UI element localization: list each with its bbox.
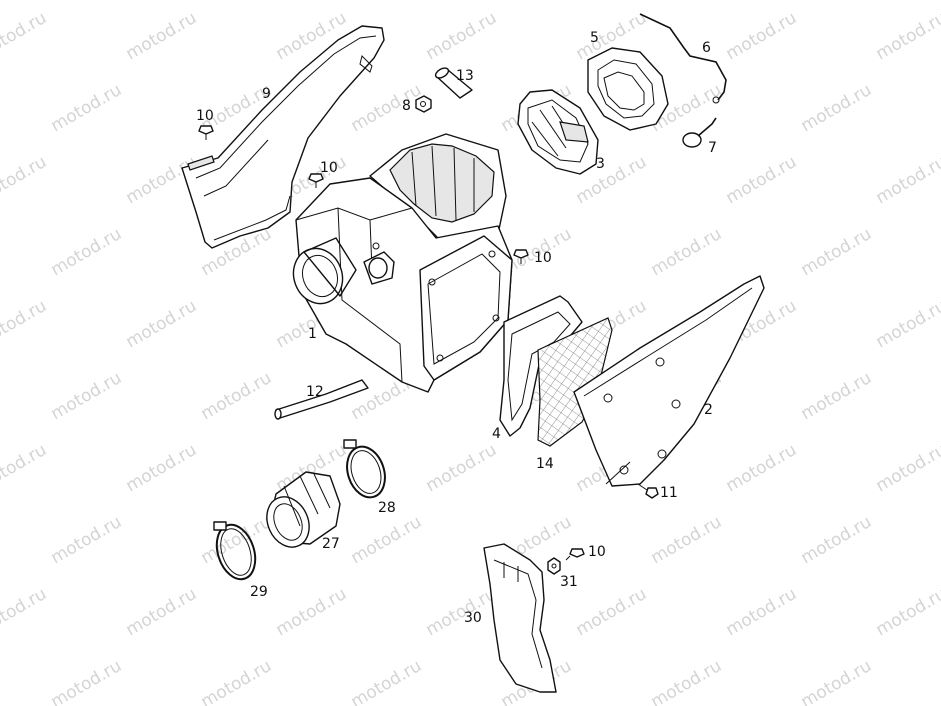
label-3: 3: [596, 156, 605, 172]
label-13: 13: [456, 68, 474, 84]
part-27-intake-boot: [266, 471, 341, 548]
watermark-text: motod.ru: [348, 80, 426, 136]
label-28: 28: [378, 500, 396, 516]
part-10-bolt-a: [198, 125, 214, 140]
watermark-text: motod.ru: [0, 8, 50, 64]
watermark-text: motod.ru: [873, 440, 941, 496]
watermark-text: motod.ru: [0, 584, 50, 640]
part-3-filter-cage: [517, 89, 599, 175]
watermark-text: motod.ru: [48, 224, 126, 280]
watermark-text: motod.ru: [198, 368, 276, 424]
watermark-text: motod.ru: [648, 224, 726, 280]
watermark-text: motod.ru: [0, 440, 50, 496]
watermark-text: motod.ru: [48, 656, 126, 706]
callout-labels: 1 2 3 4 5 6 7 8 9 10 10 10 10 11 12 13 1…: [196, 30, 717, 626]
watermark-text: motod.ru: [873, 152, 941, 208]
watermark-text: motod.ru: [123, 440, 201, 496]
label-7: 7: [708, 140, 717, 156]
part-10-bolt-b: [308, 173, 324, 188]
label-8: 8: [402, 98, 411, 114]
watermark-text: motod.ru: [423, 440, 501, 496]
watermark-text: motod.ru: [198, 656, 276, 706]
label-6: 6: [702, 40, 711, 56]
watermark-text: motod.ru: [798, 80, 876, 136]
part-13-sleeve: [434, 67, 473, 99]
part-10-bolt-c: [513, 249, 529, 264]
part-9-left-side-cover: [181, 25, 385, 249]
watermark-text: motod.ru: [48, 80, 126, 136]
label-12: 12: [306, 384, 324, 400]
watermark-text: motod.ru: [798, 512, 876, 568]
watermark-text: motod.ru: [873, 296, 941, 352]
part-6-wire-clip: [639, 13, 727, 104]
watermark-text: motod.ru: [423, 584, 501, 640]
watermark-text: motod.ru: [348, 512, 426, 568]
label-10d: 10: [588, 544, 606, 560]
watermark-text: motod.ru: [48, 512, 126, 568]
watermark-text: motod.ru: [798, 224, 876, 280]
watermark-text: motod.ru: [48, 368, 126, 424]
watermark-text: motod.ru: [0, 296, 50, 352]
part-10-bolt-d: [565, 548, 585, 561]
watermark-text: motod.ru: [198, 512, 276, 568]
part-1-airbox: [292, 133, 513, 393]
label-5: 5: [590, 30, 599, 46]
label-2: 2: [704, 402, 713, 418]
label-31: 31: [560, 574, 578, 590]
watermark-text: motod.ru: [123, 296, 201, 352]
watermark-text: motod.ru: [798, 368, 876, 424]
watermark-text: motod.ru: [123, 8, 201, 64]
watermark-text: motod.ru: [123, 584, 201, 640]
label-27: 27: [322, 536, 340, 552]
watermark-text: motod.ru: [648, 512, 726, 568]
watermark-text: motod.ru: [723, 584, 801, 640]
watermark-text: motod.ru: [723, 440, 801, 496]
label-1: 1: [308, 326, 317, 342]
watermark-text: motod.ru: [723, 152, 801, 208]
label-4: 4: [492, 426, 501, 442]
part-30-mud-flap: [483, 543, 557, 693]
part-29-clamp: [213, 521, 257, 581]
label-9: 9: [262, 86, 271, 102]
watermark-text: motod.ru: [423, 8, 501, 64]
watermark-text: motod.ru: [573, 584, 651, 640]
part-2-right-side-cover: [573, 275, 765, 487]
label-14: 14: [536, 456, 554, 472]
watermark-text: motod.ru: [273, 584, 351, 640]
watermark-text: motod.ru: [648, 656, 726, 706]
label-11: 11: [660, 485, 678, 501]
part-4-gasket: [499, 295, 583, 437]
part-28-clamp: [343, 439, 386, 499]
label-30: 30: [464, 610, 482, 626]
part-7-pin: [682, 117, 717, 148]
watermark-text: motod.ru: [873, 8, 941, 64]
part-11-screw: [637, 483, 659, 499]
part-5-foam-filter: [587, 47, 669, 131]
watermark-text: motod.ru: [0, 152, 50, 208]
label-29: 29: [250, 584, 268, 600]
label-10a: 10: [196, 108, 214, 124]
watermark-text: motod.ru: [723, 8, 801, 64]
part-14-mesh-screen: [537, 317, 613, 447]
label-10b: 10: [320, 160, 338, 176]
watermark-text: motod.ru: [798, 656, 876, 706]
watermark-text: motod.ru: [873, 584, 941, 640]
watermark-text: motod.ru: [348, 656, 426, 706]
part-12-hose: [274, 379, 369, 420]
part-31-nut: [547, 557, 561, 575]
label-10c: 10: [534, 250, 552, 266]
part-8-nut: [415, 95, 432, 113]
